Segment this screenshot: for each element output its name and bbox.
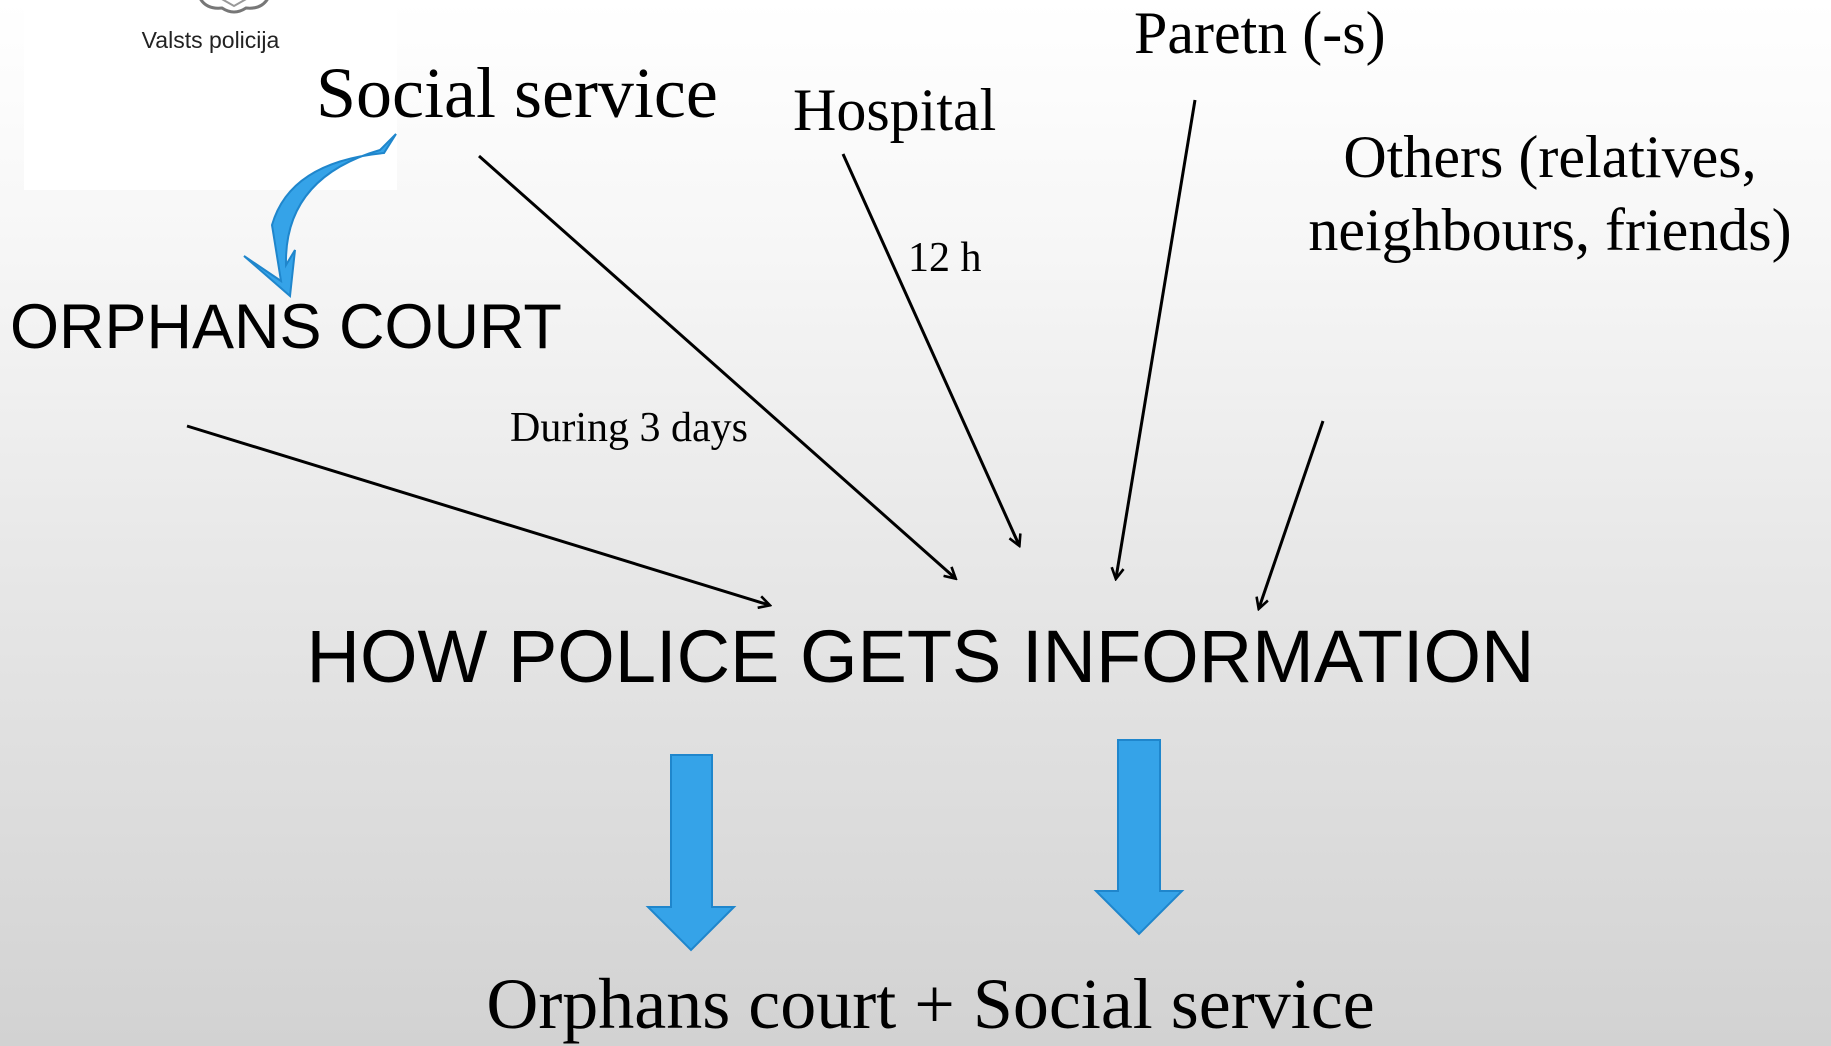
- down-arrow-right: [1093, 739, 1185, 936]
- arrow-hospital-to-police: [841, 153, 1019, 545]
- source-hospital: Hospital: [793, 77, 997, 143]
- police-information-title: HOW POLICE GETS INFORMATION: [306, 615, 1535, 698]
- source-orphans-court: ORPHANS COURT: [10, 292, 562, 362]
- arrow-orphans-court-to-police: [186, 424, 769, 605]
- curved-arrow-social-service-to-orphans-court: [243, 133, 397, 299]
- arrow-social-service-to-police: [478, 154, 955, 578]
- source-social-service: Social service: [316, 53, 718, 133]
- time-label-social-service: During 3 days: [510, 405, 748, 451]
- logo-text: Valsts policija: [141, 27, 280, 53]
- outcome-text: Orphans court + Social service: [486, 964, 1375, 1044]
- police-logo: Valsts policija: [24, 0, 397, 190]
- source-others: Others (relatives, neighbours, friends): [1308, 124, 1792, 263]
- time-label-hospital: 12 h: [908, 235, 982, 281]
- source-parents: Paretn (-s): [1134, 0, 1386, 66]
- police-emblem-icon: [199, 0, 269, 14]
- down-arrow-left: [645, 754, 737, 952]
- arrow-others-to-police: [1259, 420, 1325, 608]
- arrow-parents-to-police: [1116, 99, 1197, 578]
